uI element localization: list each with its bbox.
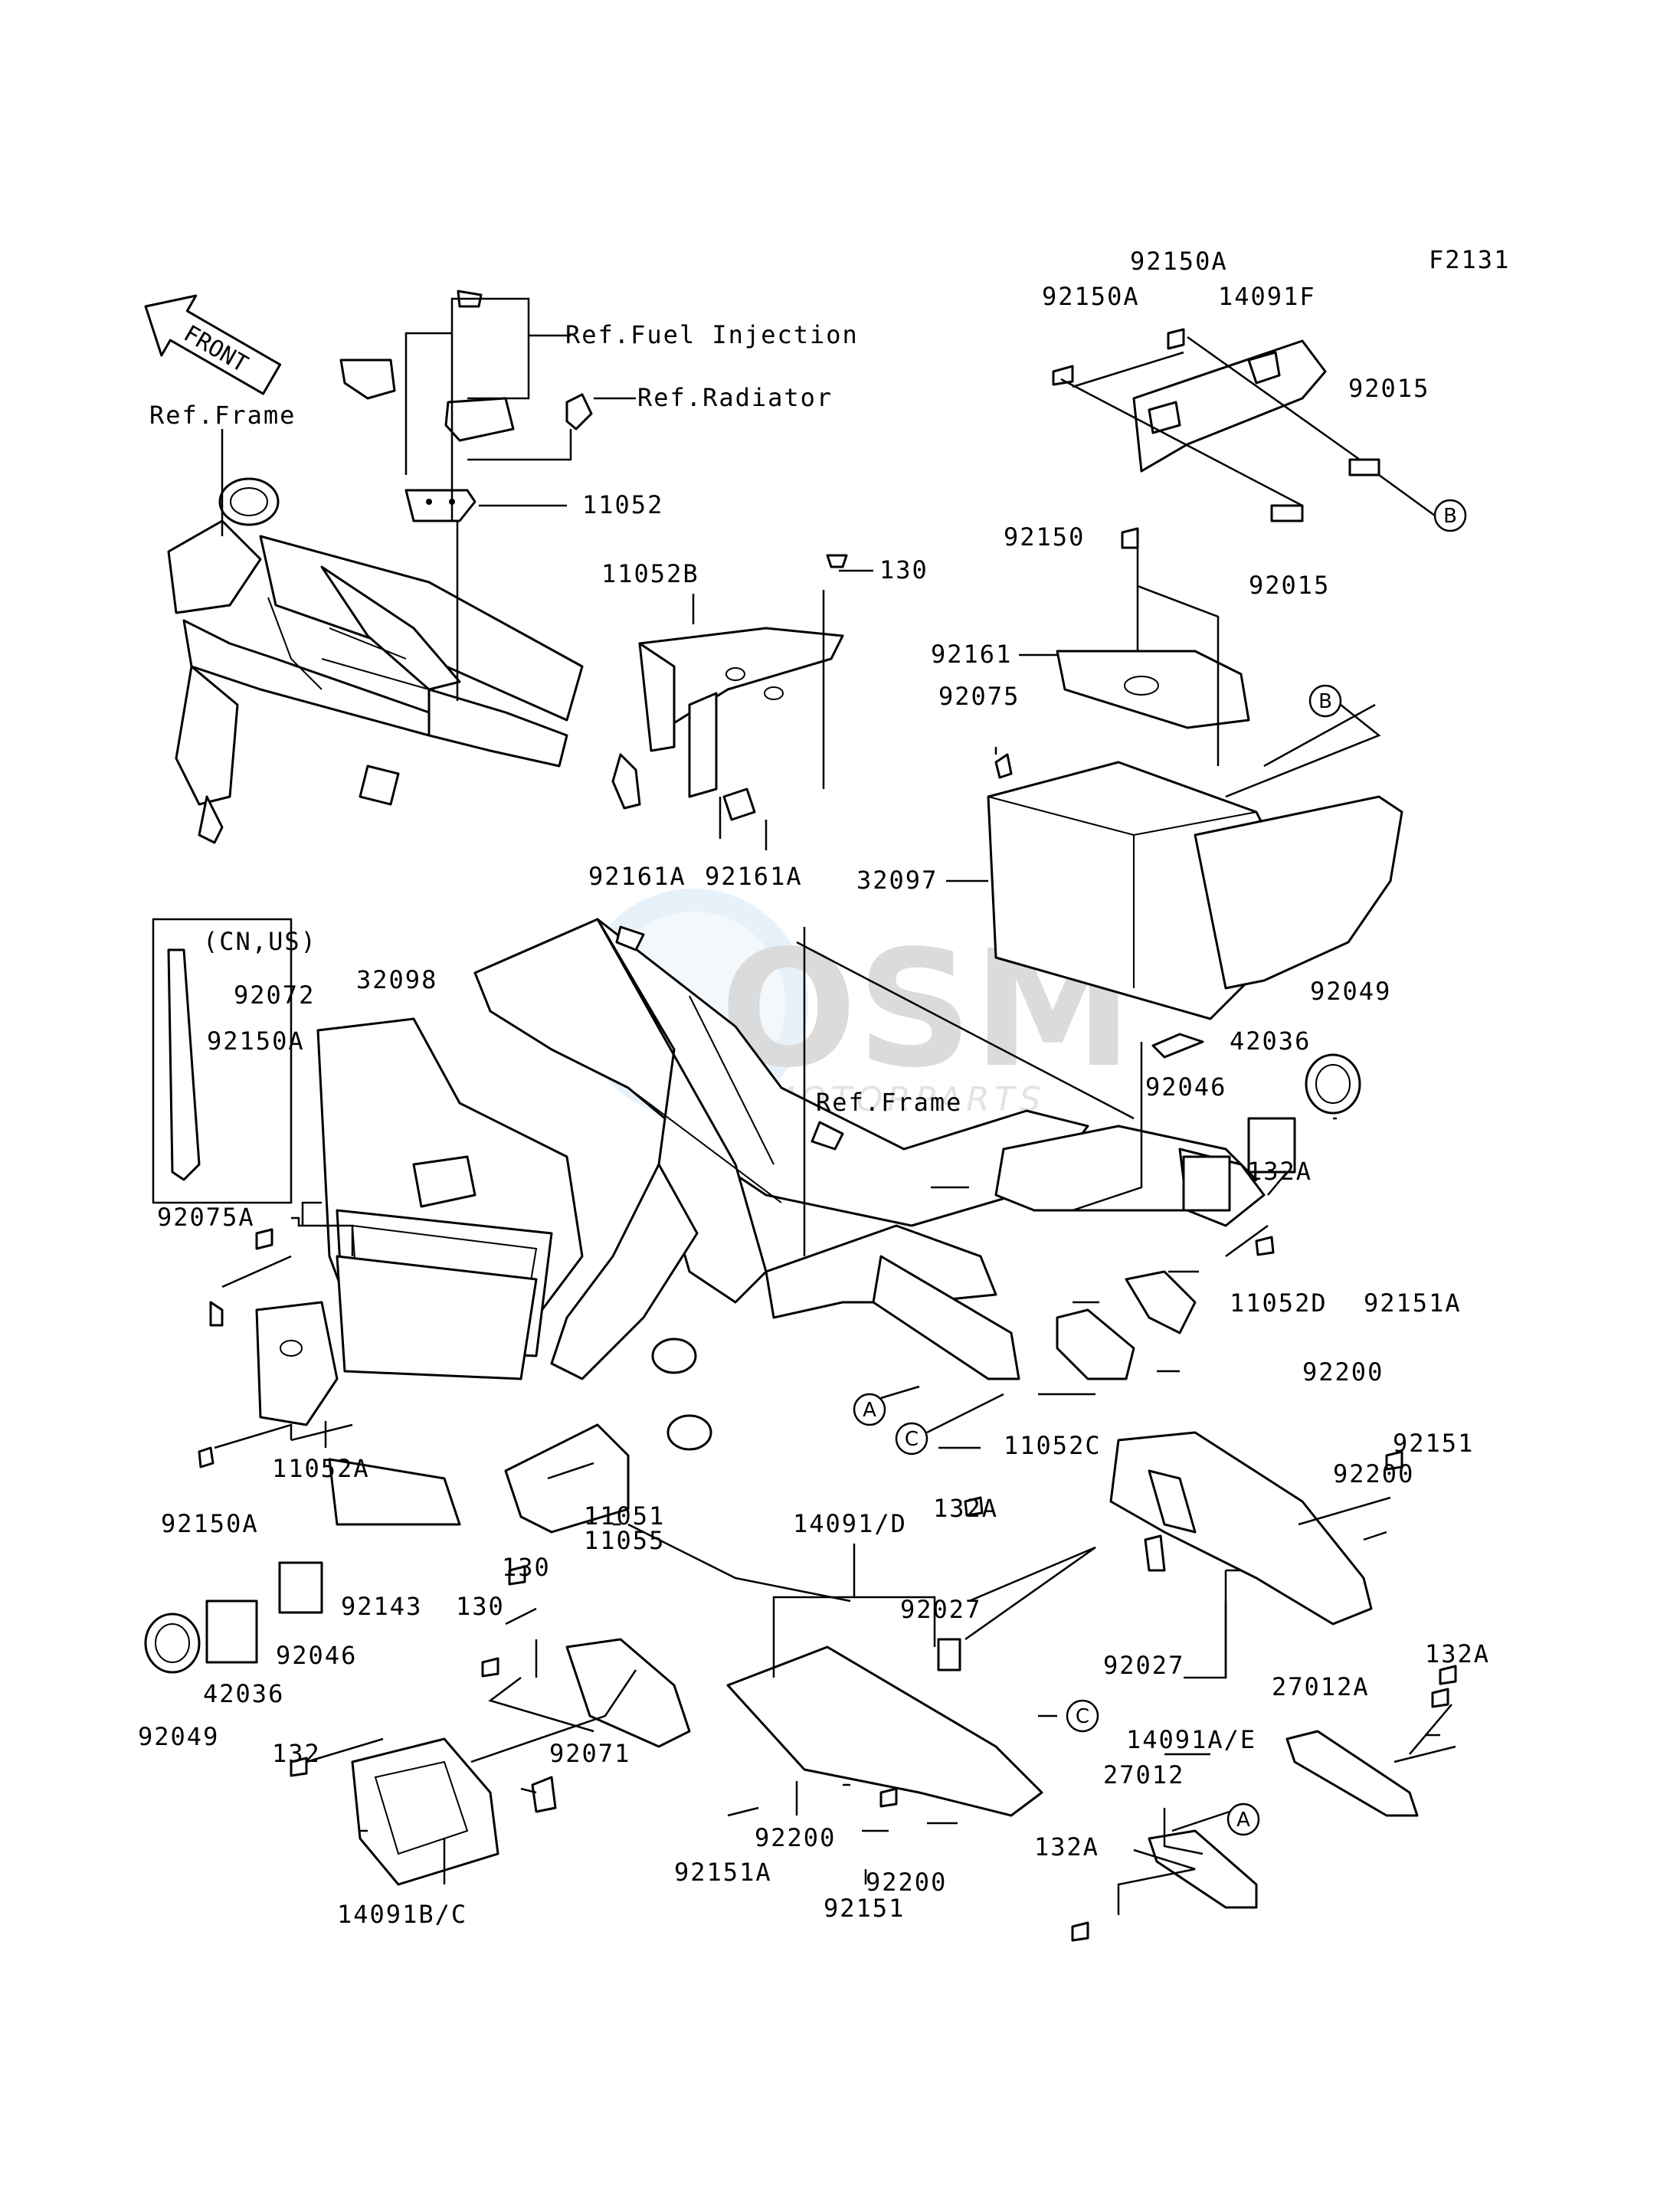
figure-code: F2131 xyxy=(1429,245,1510,274)
part-14091D: 14091/D xyxy=(793,1509,907,1538)
callout-B-label: B xyxy=(1443,505,1457,528)
part-11051: 11051 xyxy=(584,1501,665,1531)
part-14091AE: 14091A/E xyxy=(1126,1725,1256,1754)
part-92200-b: 92200 xyxy=(1333,1459,1414,1488)
part-92151A-b: 92151A xyxy=(674,1858,772,1887)
part-92161A-a: 92161A xyxy=(588,862,686,891)
part-92046-r: 92046 xyxy=(1145,1072,1226,1102)
part-92072: 92072 xyxy=(234,981,315,1010)
part-92200-c: 92200 xyxy=(755,1823,836,1852)
part-92161: 92161 xyxy=(931,640,1012,669)
part-92027-a: 92027 xyxy=(900,1595,981,1624)
callout-C-2: C xyxy=(1066,1699,1099,1733)
ref-frame-top: Ref.Frame xyxy=(149,401,296,430)
part-11052: 11052 xyxy=(582,490,663,519)
part-11052C: 11052C xyxy=(1004,1431,1102,1460)
callout-B-1: B xyxy=(1378,473,1467,532)
part-92075: 92075 xyxy=(938,682,1020,711)
part-130-b: 130 xyxy=(456,1592,505,1621)
fasteners xyxy=(198,1228,1457,1942)
part-92150: 92150 xyxy=(1004,522,1085,552)
part-92151A-r: 92151A xyxy=(1364,1288,1462,1318)
bushings-left xyxy=(144,1458,557,1813)
part-92046-l: 92046 xyxy=(276,1641,357,1670)
part-92015-b: 92015 xyxy=(1249,571,1330,600)
callout-C-1: C xyxy=(880,1385,1004,1455)
part-92027-b: 92027 xyxy=(1103,1651,1184,1680)
callout-B-label: B xyxy=(1318,690,1332,713)
part-92075A: 92075A xyxy=(157,1203,255,1232)
ref-frame-upper-drawing xyxy=(167,477,584,844)
part-92049-r: 92049 xyxy=(1310,977,1391,1006)
part-92049-l: 92049 xyxy=(138,1722,219,1751)
callout-C-label: C xyxy=(1076,1705,1089,1728)
callout-A-label: A xyxy=(1236,1809,1250,1832)
part-92150A-b: 92150A xyxy=(1042,282,1140,311)
part-27012: 27012 xyxy=(1103,1760,1184,1789)
part-130-a: 130 xyxy=(502,1553,551,1582)
part-32097: 32097 xyxy=(856,866,938,895)
cover-32098 xyxy=(209,1017,584,1426)
ref-frame-mid: Ref.Frame xyxy=(816,1088,962,1117)
callout-C-label: C xyxy=(905,1428,919,1451)
part-32098: 32098 xyxy=(356,965,437,994)
part-130-top: 130 xyxy=(879,555,928,584)
part-92150A-c: 92150A xyxy=(207,1026,305,1056)
part-number-labels: 11052 11052B 130 92150A 92150A 14091F 92… xyxy=(138,247,1490,1929)
part-42036-l: 42036 xyxy=(203,1679,284,1708)
callout-A-label: A xyxy=(863,1399,876,1422)
front-direction-arrow: FRONT xyxy=(144,294,282,395)
ref-fuel-injection: Ref.Fuel Injection xyxy=(565,320,859,349)
bracket-11052B xyxy=(611,554,848,821)
part-27012A: 27012A xyxy=(1272,1672,1370,1701)
battery-case-32097 xyxy=(987,650,1403,1059)
bushings-right xyxy=(937,1053,1361,1671)
leader-lines xyxy=(214,297,1456,1915)
part-92151-r: 92151 xyxy=(1393,1429,1474,1458)
part-92200-a: 92200 xyxy=(1302,1357,1384,1387)
swing-arm-covers xyxy=(351,1270,1419,1909)
part-92150A-a: 92150A xyxy=(1130,247,1228,276)
callout-B-2: B xyxy=(1225,684,1381,798)
ref-labels: Ref.Fuel Injection Ref.Radiator Ref.Fram… xyxy=(149,320,962,1117)
part-11052A: 11052A xyxy=(272,1454,370,1483)
part-14091F: 14091F xyxy=(1218,282,1316,311)
part-132A-c: 132A xyxy=(1425,1639,1490,1668)
part-132A-a: 132A xyxy=(1247,1157,1312,1186)
sensor-bracket-11052 xyxy=(339,290,593,522)
part-11052B: 11052B xyxy=(601,559,699,588)
part-132A-b: 132A xyxy=(933,1494,998,1523)
part-92015-a: 92015 xyxy=(1348,374,1429,403)
callout-A-2: A xyxy=(1226,1802,1260,1836)
part-92071: 92071 xyxy=(549,1739,630,1768)
ref-radiator: Ref.Radiator xyxy=(637,383,833,412)
part-132A-d: 132A xyxy=(1034,1832,1099,1861)
part-92161A-b: 92161A xyxy=(705,862,803,891)
part-92150A-d: 92150A xyxy=(161,1509,259,1538)
part-11052D: 11052D xyxy=(1230,1288,1328,1318)
main-frame-center xyxy=(473,918,1266,1534)
part-132: 132 xyxy=(272,1739,321,1768)
strip-92072 xyxy=(152,918,293,1204)
callout-A-1: A xyxy=(853,1393,886,1426)
region-note: (CN,US) xyxy=(203,927,317,956)
part-11055: 11055 xyxy=(584,1526,665,1555)
part-92143: 92143 xyxy=(341,1592,422,1621)
part-14091BC: 14091B/C xyxy=(337,1900,467,1929)
part-92200-d: 92200 xyxy=(866,1868,947,1897)
part-42036-r: 42036 xyxy=(1230,1026,1311,1056)
part-92151-b: 92151 xyxy=(824,1894,905,1923)
